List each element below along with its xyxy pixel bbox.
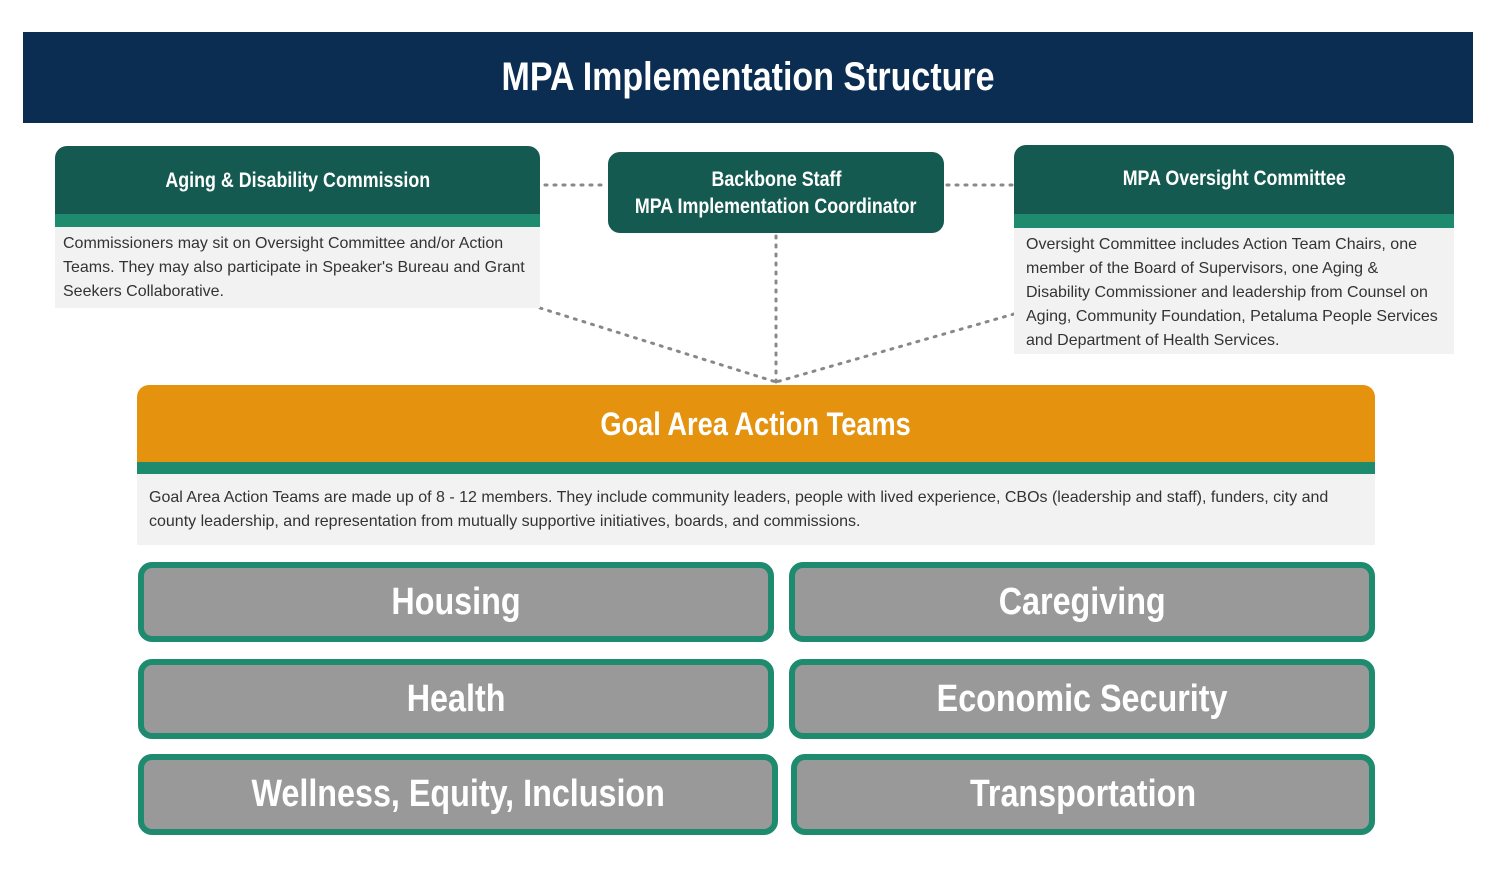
stripe xyxy=(137,462,1375,474)
goal-area-wellness-equity-inclusion: Wellness, Equity, Inclusion xyxy=(138,754,778,835)
page-title: MPA Implementation Structure xyxy=(23,32,1473,123)
goal-area-transportation: Transportation xyxy=(791,754,1375,835)
stripe xyxy=(55,214,540,227)
oversight-committee-header: MPA Oversight Committee xyxy=(1014,145,1454,214)
action-teams-description: Goal Area Action Teams are made up of 8 … xyxy=(137,474,1375,545)
aging-commission-description: Commissioners may sit on Oversight Commi… xyxy=(55,227,540,308)
goal-area-economic-security: Economic Security xyxy=(789,659,1375,739)
connector-aging-teams xyxy=(538,306,778,384)
oversight-committee-description: Oversight Committee includes Action Team… xyxy=(1014,228,1454,354)
action-teams-header: Goal Area Action Teams xyxy=(137,385,1375,463)
connector-oversight-teams xyxy=(774,312,1016,384)
aging-commission-header: Aging & Disability Commission xyxy=(55,146,540,214)
goal-area-housing: Housing xyxy=(138,562,774,642)
goal-area-health: Health xyxy=(138,659,774,739)
goal-area-caregiving: Caregiving xyxy=(789,562,1375,642)
stripe xyxy=(1014,214,1454,228)
